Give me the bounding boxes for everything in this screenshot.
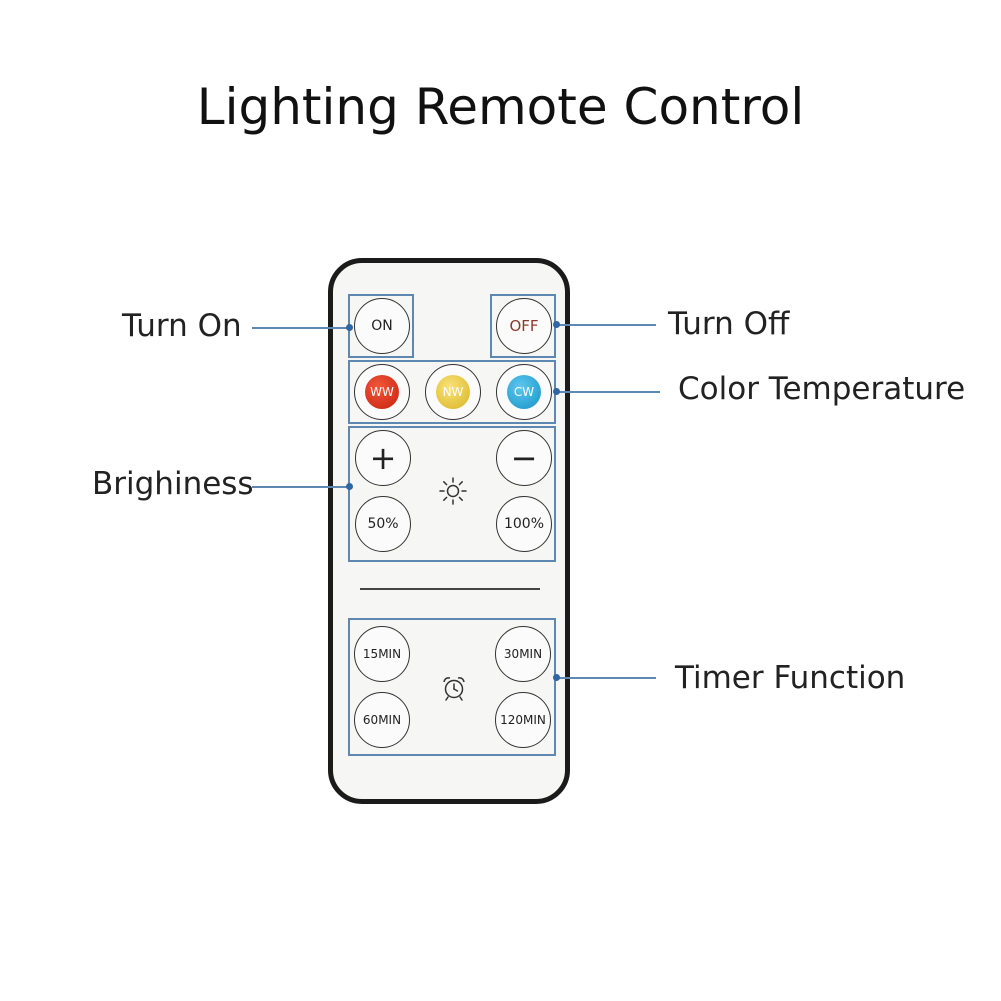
timer-30min-label: 30MIN xyxy=(503,647,543,661)
cool-white-dot: CW xyxy=(507,375,541,409)
on-button[interactable]: ON xyxy=(354,298,410,354)
plus-label: + xyxy=(369,439,397,477)
timer-15min-button[interactable]: 15MIN xyxy=(354,626,410,682)
alarm-clock-icon xyxy=(440,674,468,702)
timer-60min-button[interactable]: 60MIN xyxy=(354,692,410,748)
remote-divider xyxy=(360,588,540,590)
color-temperature-label: Color Temperature xyxy=(678,371,966,407)
warm-white-button[interactable]: WW xyxy=(354,364,410,420)
cool-white-button[interactable]: CW xyxy=(496,364,552,420)
brightness-box xyxy=(348,426,556,562)
sun-icon xyxy=(438,476,468,506)
warm-white-label: WW xyxy=(370,385,394,399)
brightness-50-label: 50% xyxy=(367,516,399,532)
brightness-50-button[interactable]: 50% xyxy=(355,496,411,552)
turn-off-leader-pin xyxy=(553,321,560,328)
color-temperature-leader-pin xyxy=(553,388,560,395)
brightness-down-button[interactable]: − xyxy=(496,430,552,486)
brightness-up-button[interactable]: + xyxy=(355,430,411,486)
timer-function-leader-pin xyxy=(553,674,560,681)
brightness-100-button[interactable]: 100% xyxy=(496,496,552,552)
brightness-leader-pin xyxy=(346,483,353,490)
natural-white-dot: NW xyxy=(436,375,470,409)
off-button-label: OFF xyxy=(509,317,539,335)
off-button[interactable]: OFF xyxy=(496,298,552,354)
on-button-label: ON xyxy=(371,318,393,334)
turn-off-leader-line xyxy=(556,324,656,326)
minus-label: − xyxy=(510,439,538,477)
page-title: Lighting Remote Control xyxy=(196,78,805,136)
timer-120min-button[interactable]: 120MIN xyxy=(495,692,551,748)
brightness-label: Brighiness xyxy=(92,466,254,502)
timer-function-label: Timer Function xyxy=(675,660,906,696)
turn-off-label: Turn Off xyxy=(668,306,790,342)
warm-white-dot: WW xyxy=(365,375,399,409)
timer-15min-label: 15MIN xyxy=(362,647,402,661)
turn-on-leader-line xyxy=(252,327,350,329)
timer-60min-label: 60MIN xyxy=(362,713,402,727)
timer-30min-button[interactable]: 30MIN xyxy=(495,626,551,682)
natural-white-label: NW xyxy=(442,385,464,399)
turn-on-label: Turn On xyxy=(122,308,242,344)
timer-box xyxy=(348,618,556,756)
cool-white-label: CW xyxy=(513,385,535,399)
natural-white-button[interactable]: NW xyxy=(425,364,481,420)
turn-on-leader-pin xyxy=(346,324,353,331)
timer-120min-label: 120MIN xyxy=(500,713,546,727)
timer-function-leader-line xyxy=(556,677,656,679)
brightness-leader-line xyxy=(252,486,350,488)
color-temperature-leader-line xyxy=(556,391,660,393)
brightness-100-label: 100% xyxy=(503,516,545,532)
